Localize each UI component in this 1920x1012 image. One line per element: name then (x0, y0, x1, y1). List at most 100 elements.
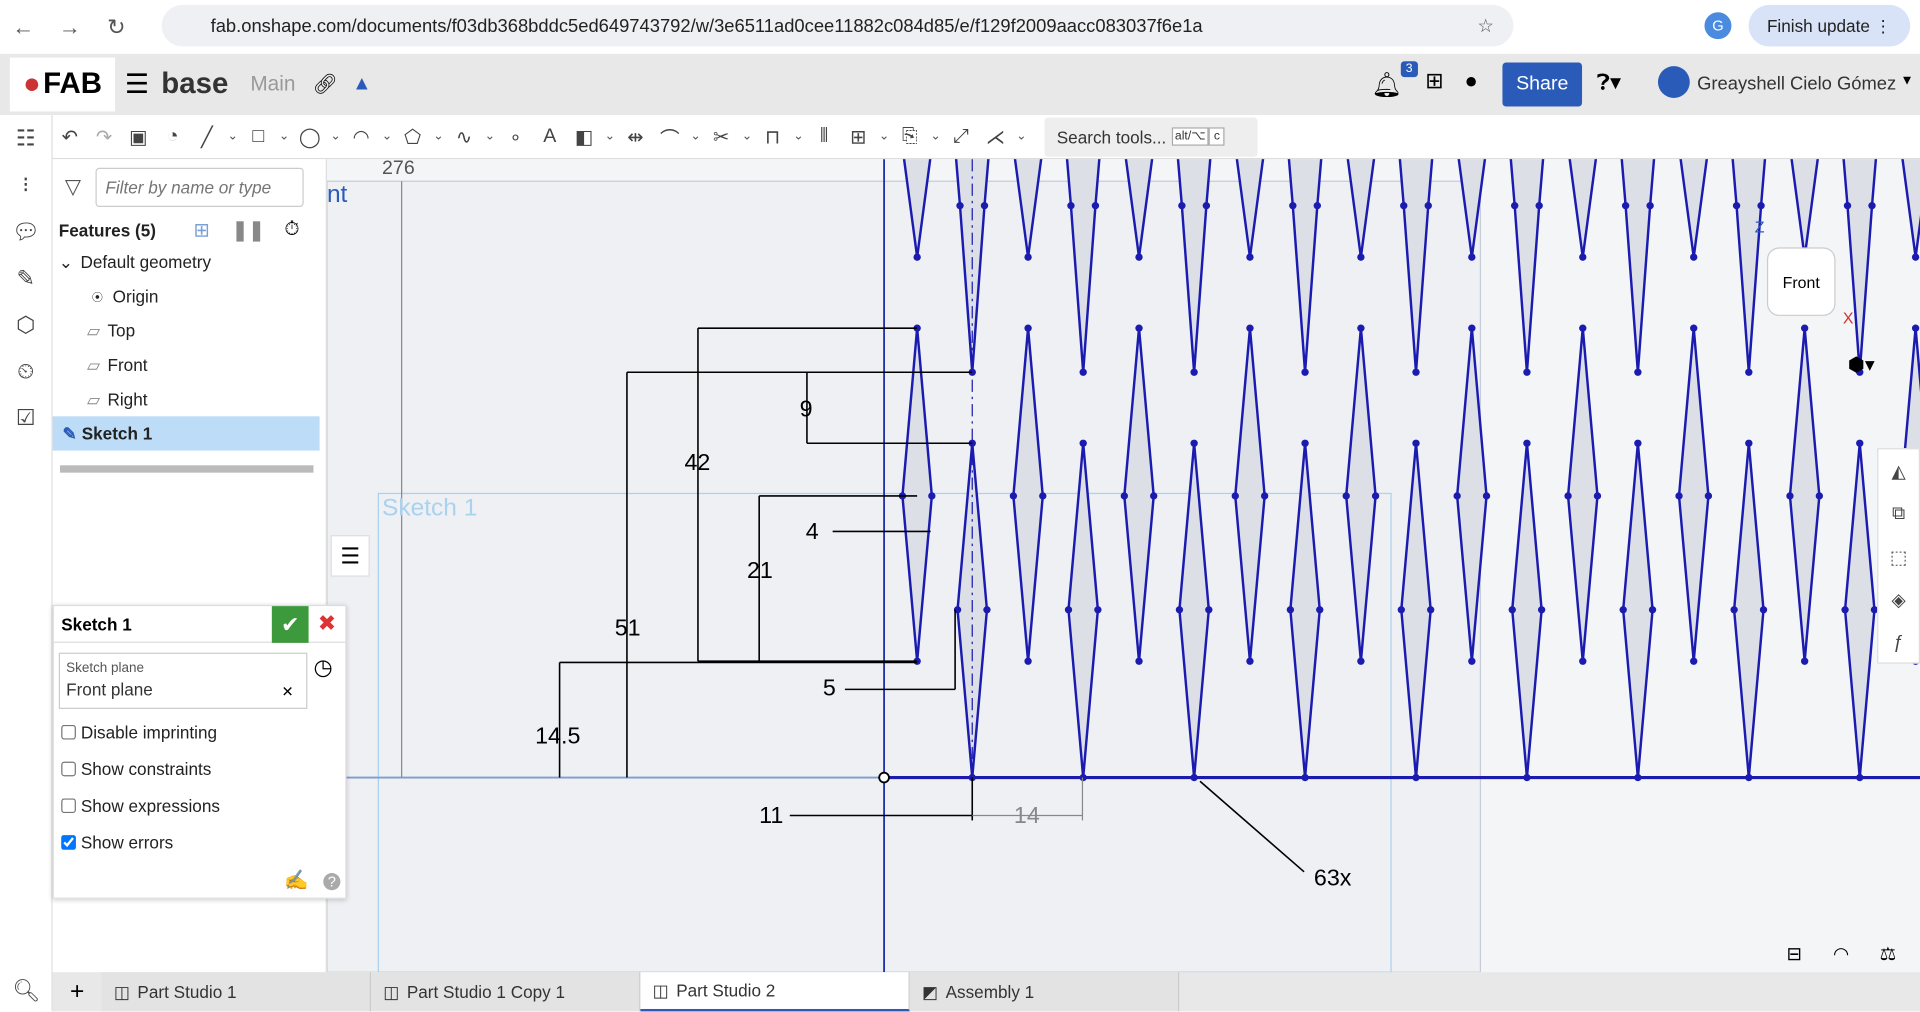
sketch-point[interactable] (1313, 202, 1321, 210)
constraint-icon[interactable]: ⋌ (985, 126, 1006, 148)
pause-icon[interactable]: ❚❚ (231, 220, 265, 242)
chevron-down-icon[interactable]: ⌄ (930, 129, 941, 144)
help-icon[interactable]: ? (323, 873, 341, 891)
sketch-point[interactable] (1634, 368, 1642, 376)
sketch-point[interactable] (1482, 492, 1491, 500)
dimension-14[interactable]: 14 (1013, 803, 1040, 829)
sketch-point[interactable] (1009, 492, 1018, 500)
sketch-triangle[interactable] (1568, 159, 1598, 258)
sketch-point[interactable] (1579, 657, 1587, 665)
sketch-point[interactable] (1856, 773, 1864, 782)
sketch-point[interactable] (1508, 606, 1516, 614)
dxf-import-icon[interactable]: ⎘ (901, 125, 918, 147)
sketch-point[interactable] (1301, 773, 1309, 782)
sketch-point[interactable] (1260, 492, 1269, 500)
sketch-point[interactable] (1523, 439, 1531, 447)
spline-tool-icon[interactable]: ∿ (455, 126, 473, 148)
chevron-down-icon[interactable]: ⌄ (741, 129, 753, 144)
filter-icon[interactable]: ▽ (64, 175, 81, 199)
sketch-point[interactable] (1091, 202, 1100, 210)
sketch-point[interactable] (1357, 657, 1365, 665)
sketch-point[interactable] (1523, 368, 1531, 376)
intersection-icon[interactable]: ◔ (166, 125, 179, 147)
checkbox[interactable] (61, 761, 76, 777)
chevron-down-icon[interactable]: ⌄ (58, 251, 74, 272)
sketch-point[interactable] (1468, 253, 1476, 261)
sketch-point[interactable] (1427, 606, 1435, 614)
sketch-point[interactable] (1843, 202, 1852, 210)
sketch-triangle[interactable] (1065, 159, 1101, 373)
sketch-triangle[interactable] (1790, 159, 1819, 258)
learning-icon[interactable]: ▲ (352, 73, 372, 95)
search-tools-input[interactable]: Search tools... alt/⌥ c (1044, 116, 1258, 157)
chevron-down-icon[interactable]: ⌄ (604, 129, 615, 144)
sketch-point[interactable] (1537, 606, 1546, 614)
view-options-icon[interactable]: ⬢▾ (1847, 355, 1875, 376)
sketch-triangle[interactable] (1679, 159, 1709, 258)
chevron-down-icon[interactable]: ⌄ (278, 129, 290, 144)
sketch-point[interactable] (1135, 657, 1143, 665)
undo-icon[interactable]: ↶ (61, 126, 79, 148)
sketch-triangle[interactable] (1901, 159, 1920, 258)
sketch-point[interactable] (1579, 324, 1587, 332)
arc-tool-icon[interactable]: ◠ (352, 126, 370, 148)
chevron-down-icon[interactable]: ⌄ (330, 129, 341, 144)
notifications-icon[interactable]: 🔔︎ (1371, 70, 1398, 101)
tree-item-top[interactable]: ▱Top (53, 313, 326, 347)
add-folder-icon[interactable]: ⊞ (193, 220, 210, 242)
sketch-triangle[interactable] (1398, 159, 1434, 373)
document-name[interactable]: base (161, 67, 229, 101)
sketch-point[interactable] (1190, 773, 1198, 782)
branch-name[interactable]: Main (250, 72, 296, 96)
tree-item-sketch-1[interactable]: ✎Sketch 1 (52, 416, 320, 451)
explode-icon[interactable]: ⬚ (1889, 546, 1908, 568)
user-name[interactable]: Greayshell Cielo Gómez (1697, 73, 1897, 95)
sketch-point[interactable] (1039, 492, 1047, 500)
share-button[interactable]: Share (1502, 62, 1583, 107)
sketch-point[interactable] (1468, 324, 1476, 332)
sketch-point[interactable] (1453, 492, 1461, 500)
reload-icon[interactable]: ↻ (107, 14, 126, 39)
sketch-triangle[interactable] (1509, 159, 1545, 373)
history-icon[interactable]: ⏲ (17, 358, 35, 383)
sketch-point[interactable] (1246, 657, 1254, 665)
sketch-point[interactable] (1286, 606, 1295, 614)
sketch-point[interactable] (1079, 439, 1087, 447)
offset-icon[interactable]: ⊓ (765, 126, 781, 148)
sketch-point[interactable] (1301, 439, 1309, 447)
transform-icon[interactable]: ⤢ (953, 125, 970, 147)
pattern-icon[interactable]: ⊞ (850, 126, 867, 148)
sketch-point[interactable] (1911, 253, 1920, 261)
address-bar[interactable]: fab.onshape.com/documents/f03db368bddc5e… (161, 4, 1514, 47)
sketch-point[interactable] (1856, 368, 1864, 376)
sketch-triangle[interactable] (1176, 159, 1212, 373)
variables-fx-icon[interactable]: ƒ (1893, 631, 1904, 653)
chevron-down-icon[interactable]: ⌄ (433, 129, 444, 144)
checkbox[interactable] (61, 835, 76, 850)
feature-filter-input[interactable] (95, 167, 304, 207)
view-cube[interactable]: Front (1766, 247, 1836, 316)
forward-icon[interactable]: → (58, 14, 81, 39)
sketch-point[interactable] (1135, 324, 1143, 332)
sketch-point[interactable] (1246, 253, 1254, 261)
dimension-11[interactable]: 11 (759, 803, 784, 829)
sketch-point[interactable] (1646, 202, 1654, 210)
user-menu-chevron-icon[interactable]: ▼ (1900, 73, 1914, 89)
show-errors-checkbox[interactable]: Show errors (54, 824, 345, 861)
dimension-icon[interactable]: ⇹ (627, 126, 644, 148)
sketch-point[interactable] (1024, 657, 1032, 665)
sketch-point[interactable] (1868, 202, 1876, 210)
sketch-point[interactable] (1856, 439, 1864, 447)
sketch-point[interactable] (1397, 606, 1405, 614)
sketch-point[interactable] (1634, 773, 1642, 782)
pattern-count-label[interactable]: 63x (1313, 865, 1352, 892)
sketch-point[interactable] (1732, 202, 1741, 210)
sketch-point[interactable] (1120, 492, 1129, 500)
sketch-point[interactable] (1911, 324, 1920, 332)
sketch-point[interactable] (1412, 773, 1420, 782)
sketch-point[interactable] (1412, 368, 1420, 376)
sketch-triangle[interactable] (1013, 159, 1043, 258)
chevron-down-icon[interactable]: ⌄ (381, 129, 393, 144)
sketch-point[interactable] (1301, 368, 1309, 376)
display-states-icon[interactable]: ◈ (1891, 589, 1906, 611)
